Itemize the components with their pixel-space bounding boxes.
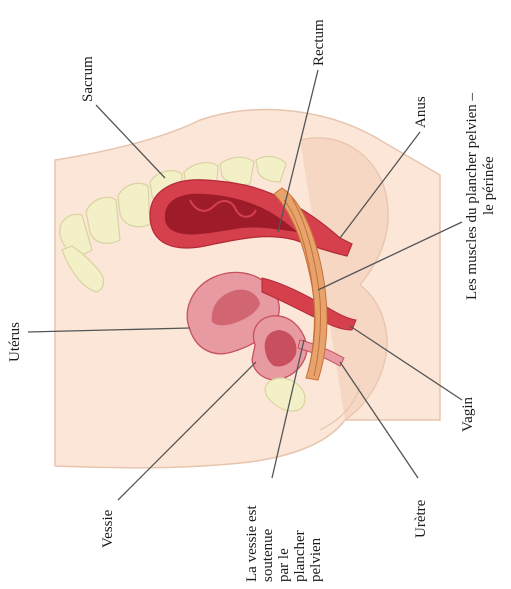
label-urethra: Urètre	[413, 499, 429, 538]
label-pelvic-floor-2: le périnée	[481, 156, 497, 215]
vertebra-3	[118, 183, 150, 227]
label-rectum: Rectum	[311, 19, 327, 66]
label-sacrum: Sacrum	[80, 56, 96, 102]
label-support-3: par le	[276, 548, 292, 582]
label-anus: Anus	[413, 96, 429, 128]
label-pelvic-floor-1: Les muscles du plancher pelvien –	[464, 92, 480, 300]
label-bladder: Vessie	[100, 509, 116, 548]
label-support-1: La vessie est	[244, 505, 260, 582]
label-support-2: soutenue	[260, 528, 276, 582]
label-uterus: Utérus	[7, 322, 23, 362]
label-vagina: Vagin	[460, 397, 476, 432]
label-support-5: pelvien	[308, 537, 324, 582]
label-support-4: plancher	[292, 530, 308, 582]
